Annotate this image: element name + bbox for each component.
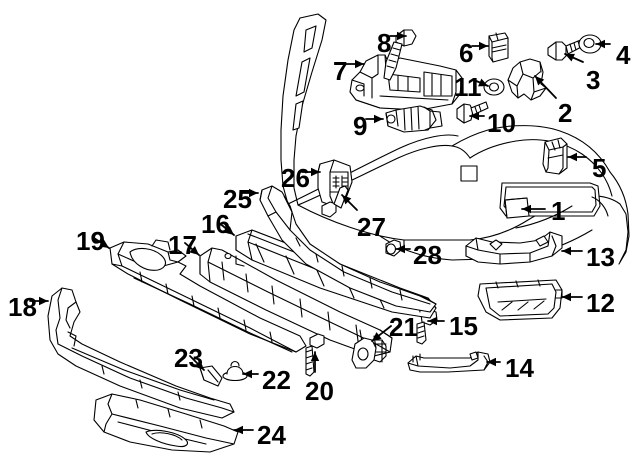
part-12-lower-grille-insert-right (477, 279, 563, 321)
callout-number-11[interactable]: 11 (454, 72, 482, 102)
part-28-small-grommet-nut (385, 239, 402, 257)
part-18-lower-valance-left-end (47, 287, 235, 419)
leader-arrowhead-3 (565, 53, 575, 62)
part-23-wedge-shim (199, 365, 223, 387)
leader-arrowhead-11 (478, 78, 488, 87)
callout-number-3[interactable]: 3 (586, 65, 601, 95)
callout-number-23[interactable]: 23 (174, 343, 203, 373)
part-4-washer-cap (578, 34, 602, 54)
part-7-headlamp-mounting-bracket (349, 54, 463, 111)
leader-arrowhead-13 (562, 246, 571, 256)
leader-arrowhead-28 (396, 244, 405, 254)
callout-number-4[interactable]: 4 (616, 40, 631, 70)
part-24-lower-spoiler-valance (93, 393, 239, 453)
callout-number-1[interactable]: 1 (551, 196, 566, 226)
callout-number-9[interactable]: 9 (353, 111, 368, 141)
leader-arrowhead-24 (234, 425, 243, 435)
callout-number-25[interactable]: 25 (223, 184, 252, 214)
callout-number-10[interactable]: 10 (487, 108, 516, 138)
leader-arrowhead-16 (224, 226, 234, 235)
part-5-corner-retainer-bracket (542, 137, 568, 175)
leader-arrowhead-8 (397, 31, 406, 41)
callout-number-27[interactable]: 27 (357, 212, 386, 242)
part-25-upper-tie-bar-bracket (259, 185, 437, 313)
callout-number-20[interactable]: 20 (305, 376, 334, 406)
part-22-push-pin-retainer (222, 360, 248, 382)
part-13-grille-trim-molding-right (465, 231, 563, 265)
callout-number-15[interactable]: 15 (449, 311, 478, 341)
part-17-upper-bumper-cover-support (199, 247, 393, 357)
leader-arrowhead-18 (39, 296, 48, 306)
leader-arrowhead-19 (99, 239, 109, 248)
part-10-flange-bolt-small (456, 101, 489, 124)
leader-arrowhead-9 (374, 114, 383, 124)
vehicle-front-body-outline (280, 13, 630, 265)
callout-number-13[interactable]: 13 (586, 242, 615, 272)
leader-arrowhead-2 (535, 76, 545, 86)
leader-arrowhead-4 (596, 39, 605, 49)
part-2-side-bracket-right (507, 58, 547, 101)
part-1-tow-eye-cover-cap (504, 197, 530, 219)
leader-arrowhead-17 (189, 245, 199, 255)
callout-number-18[interactable]: 18 (8, 292, 37, 322)
callout-number-21[interactable]: 21 (389, 312, 418, 342)
callout-number-14[interactable]: 14 (505, 353, 534, 383)
leader-arrowhead-12 (562, 292, 571, 302)
callout-number-17[interactable]: 17 (168, 230, 197, 260)
leader-arrowhead-22 (243, 369, 252, 379)
callout-leader-arrows (29, 31, 611, 435)
part-21-parking-sensor-bracket (351, 337, 387, 369)
leader-arrowhead-25 (249, 188, 258, 198)
part-27-plate-bracket-screw (321, 185, 349, 218)
part-9-spring-clip-bracket (385, 105, 443, 133)
callout-number-19[interactable]: 19 (76, 226, 105, 256)
part-19-energy-absorber-foam (109, 239, 307, 353)
part-6-clip-retainer (488, 32, 509, 63)
callout-number-28[interactable]: 28 (413, 240, 442, 270)
leader-arrowhead-1 (522, 204, 531, 214)
callout-number-26[interactable]: 26 (281, 163, 310, 193)
callout-number-16[interactable]: 16 (201, 209, 230, 239)
callout-number-24[interactable]: 24 (257, 420, 286, 450)
part-20-long-screw (305, 333, 325, 377)
leader-arrowhead-7 (355, 59, 364, 69)
part-11-grommet-washer (483, 78, 505, 96)
callout-number-8[interactable]: 8 (377, 28, 392, 58)
leader-arrowhead-10 (470, 111, 479, 121)
leader-arrowhead-15 (428, 316, 437, 326)
leader-arrowhead-27 (342, 195, 352, 205)
leader-arrowhead-14 (487, 357, 496, 367)
leader-arrowhead-20 (310, 352, 320, 361)
leader-arrowhead-26 (311, 167, 320, 177)
leader-arrowhead-6 (479, 41, 488, 51)
callout-number-7[interactable]: 7 (333, 56, 348, 86)
leader-arrowhead-23 (194, 360, 204, 370)
callout-number-5[interactable]: 5 (592, 153, 607, 183)
callout-number-2[interactable]: 2 (558, 98, 573, 128)
leader-arrowhead-21 (372, 332, 382, 341)
callout-number-12[interactable]: 12 (586, 288, 615, 318)
leader-arrowhead-5 (568, 152, 577, 162)
callout-number-6[interactable]: 6 (459, 38, 474, 68)
callout-number-22[interactable]: 22 (262, 365, 291, 395)
part-14-side-trim-strip (407, 351, 491, 373)
